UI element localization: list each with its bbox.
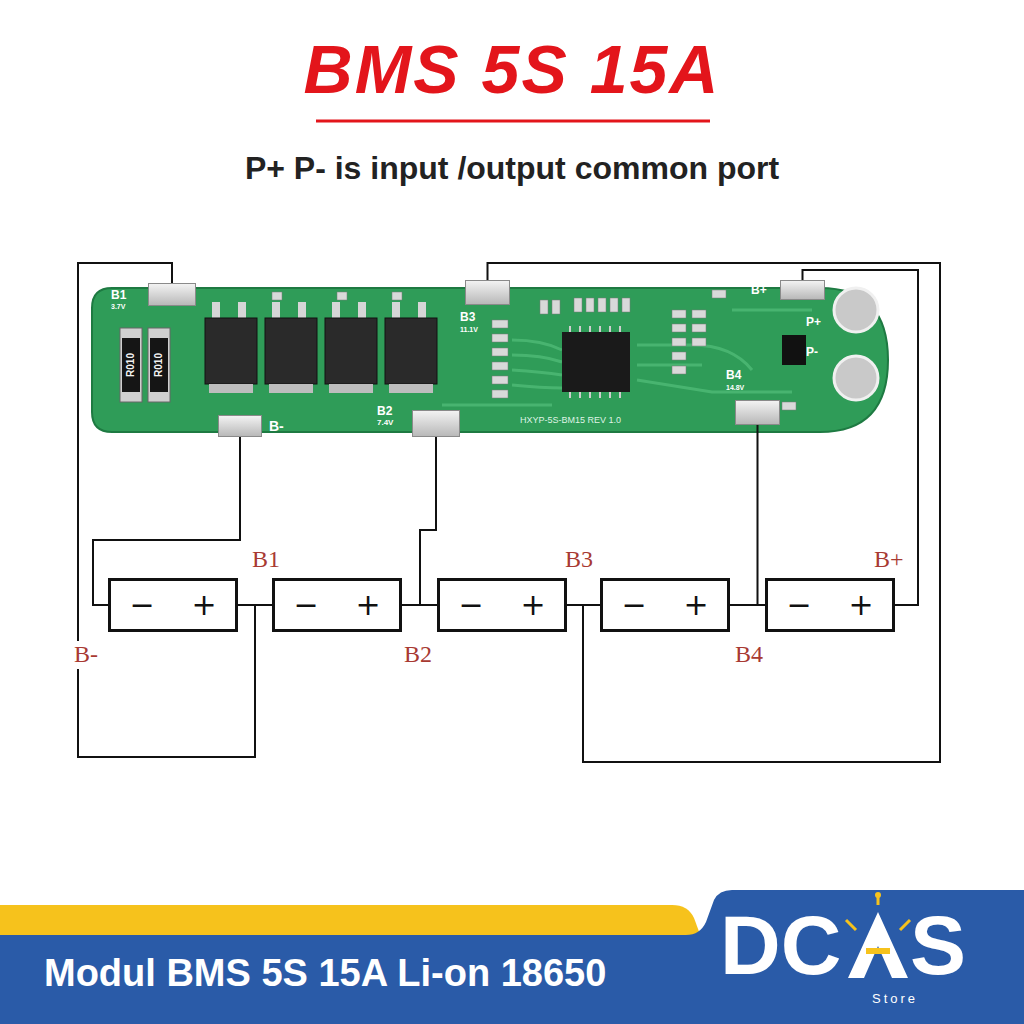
port-name: P+ xyxy=(806,316,821,330)
logo-subtext: Store xyxy=(872,992,918,1007)
board-model: HXYP-5S-BM15 REV 1.0 xyxy=(520,416,621,426)
footer-banner xyxy=(0,890,1024,1024)
ic-chip xyxy=(562,326,806,398)
output-hole xyxy=(834,288,878,332)
bms-board-drawing xyxy=(92,288,888,432)
wire xyxy=(730,604,765,606)
tap-label: B1 xyxy=(250,546,282,574)
logo-text: DC xyxy=(720,903,841,987)
polarity-minus: − xyxy=(621,590,646,620)
pad-name: B2 xyxy=(377,405,392,418)
tap-label: B2 xyxy=(402,641,434,669)
tap-label: B4 xyxy=(733,641,765,669)
pad-name: B+ xyxy=(751,284,767,297)
mosfet-symbol xyxy=(205,302,437,393)
subtitle: P+ P- is input /output common port xyxy=(0,150,1024,187)
tap-label: B- xyxy=(72,641,100,669)
logo-icon xyxy=(846,892,910,978)
resistor-value: R010 xyxy=(152,335,166,395)
battery-cell: −+ xyxy=(108,578,238,632)
wire xyxy=(402,604,437,606)
polarity-minus: − xyxy=(458,590,483,620)
wire xyxy=(238,604,272,606)
polarity-minus: − xyxy=(293,590,318,620)
output-hole xyxy=(834,356,878,400)
pad-voltage: 7.4V xyxy=(377,419,393,428)
solder-pad: B+ xyxy=(780,280,825,300)
battery-cell: −+ xyxy=(272,578,402,632)
bms-board: HXYP-5S-BM15 REV 1.0B13.7VB-B27.4VB311.1… xyxy=(92,280,888,440)
solder-pad: B- xyxy=(218,415,262,437)
battery-cell: −+ xyxy=(600,578,730,632)
resistor-symbol xyxy=(120,328,170,402)
pad-name: B1 xyxy=(111,289,126,302)
pad-name: B- xyxy=(269,419,284,434)
resistor-value: R010 xyxy=(124,335,138,395)
pad-name: B3 xyxy=(460,311,475,324)
wire xyxy=(803,270,919,605)
title-underline xyxy=(316,120,710,123)
battery-cell: −+ xyxy=(765,578,895,632)
solder-pad: B414.8V xyxy=(735,400,780,425)
wire xyxy=(402,437,436,605)
polarity-minus: − xyxy=(786,590,811,620)
battery-cell: −+ xyxy=(437,578,567,632)
tap-label: B3 xyxy=(563,546,595,574)
polarity-plus: + xyxy=(191,590,216,620)
solder-pad: B311.1V xyxy=(465,280,510,305)
polarity-plus: + xyxy=(520,590,545,620)
wire xyxy=(567,604,600,606)
pad-voltage: 11.1V xyxy=(460,326,478,334)
wire xyxy=(78,263,255,757)
polarity-minus: − xyxy=(129,590,154,620)
polarity-plus: + xyxy=(848,590,873,620)
wire xyxy=(730,425,758,605)
product-name: Modul BMS 5S 15A Li-on 18650 xyxy=(44,952,606,996)
port-name: P- xyxy=(806,346,818,360)
wire xyxy=(488,263,941,762)
logo-text: S xyxy=(910,903,966,987)
polarity-plus: + xyxy=(355,590,380,620)
solder-pad: B13.7V xyxy=(148,283,196,306)
polarity-plus: + xyxy=(683,590,708,620)
title-text: BMS 5S 15A xyxy=(0,30,1024,108)
pad-voltage: 14.8V xyxy=(726,384,744,392)
pad-voltage: 3.7V xyxy=(111,303,125,311)
solder-pad: B27.4V xyxy=(412,410,460,437)
pad-name: B4 xyxy=(726,369,741,382)
smd-parts xyxy=(272,290,796,410)
tap-label: B+ xyxy=(872,546,906,574)
